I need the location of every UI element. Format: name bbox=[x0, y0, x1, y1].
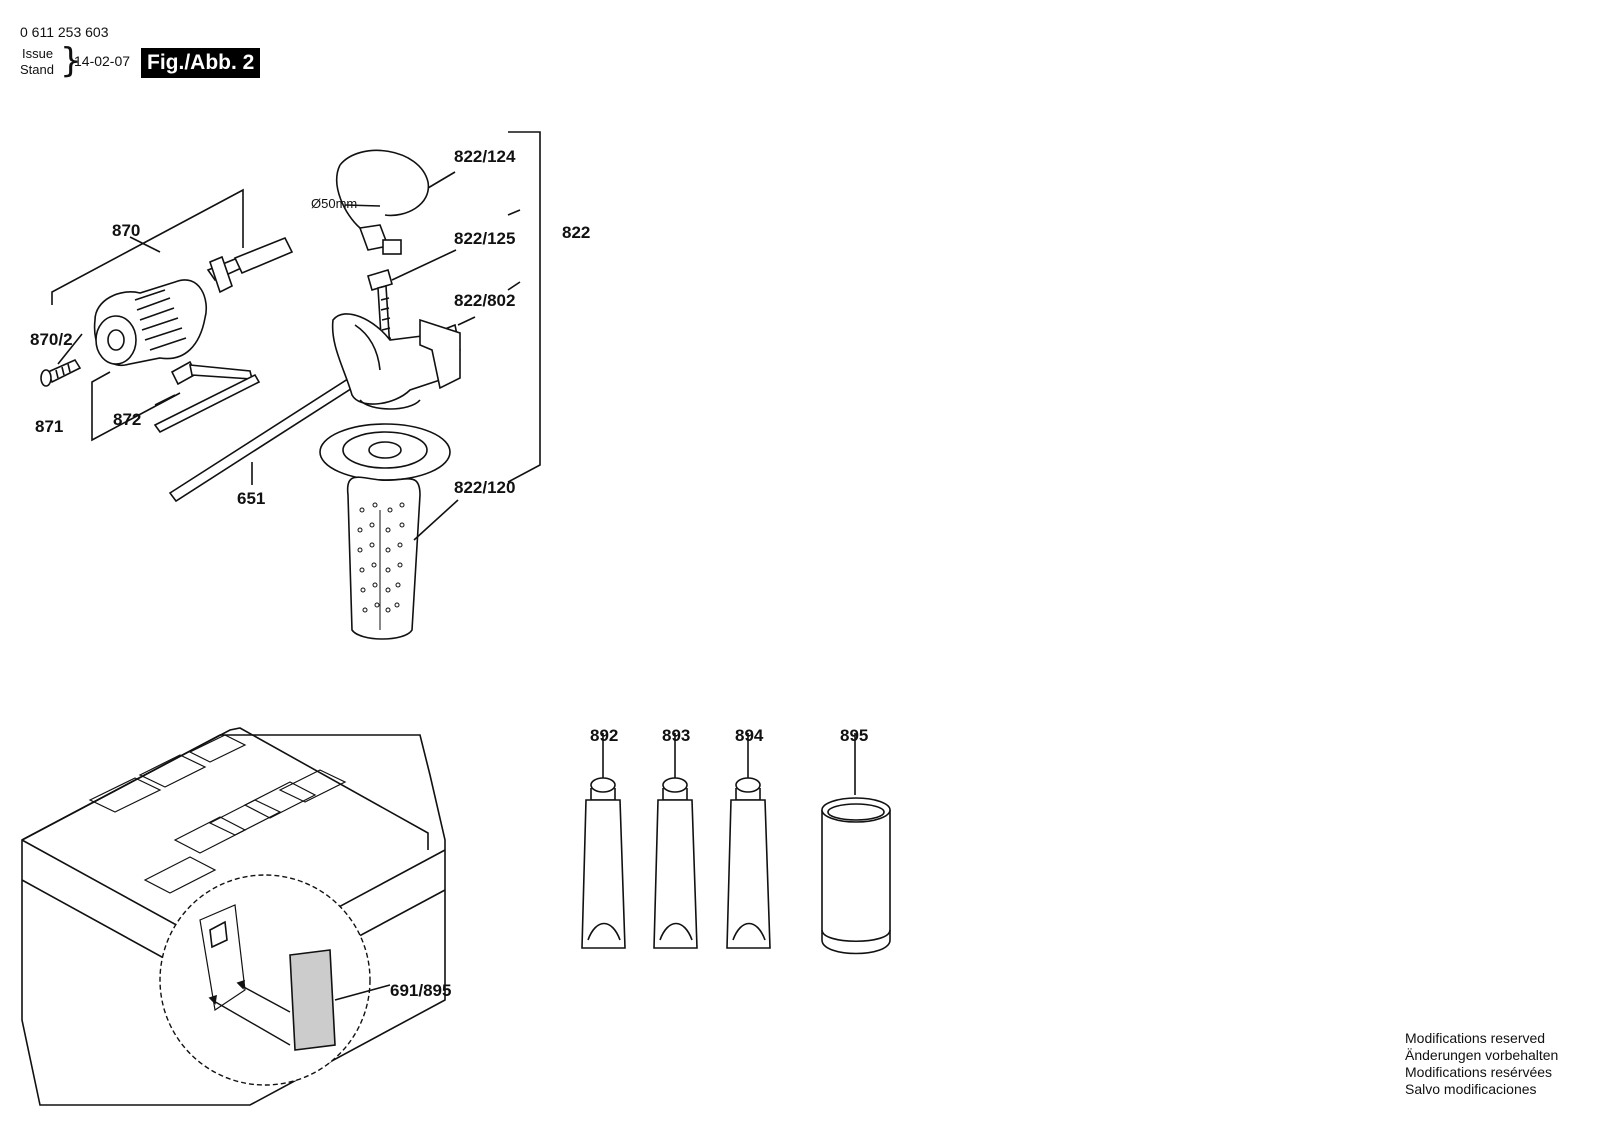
grease-container-895 bbox=[821, 733, 891, 955]
callout-822: 822 bbox=[562, 223, 590, 242]
grease-tube-892 bbox=[581, 733, 626, 949]
footer-note-de: Änderungen vorbehalten bbox=[1405, 1047, 1559, 1063]
carrying-case-drawing bbox=[21, 727, 446, 1106]
callout-895: 895 bbox=[840, 726, 868, 745]
document-number: 0 611 253 603 bbox=[20, 24, 109, 40]
drill-chuck-drawing bbox=[40, 188, 294, 442]
callout-893: 893 bbox=[662, 726, 690, 745]
callout-870: 870 bbox=[112, 221, 140, 240]
brace-glyph: } bbox=[60, 41, 82, 81]
callout-870-2: 870/2 bbox=[30, 330, 73, 349]
grip-dots-pattern bbox=[357, 502, 405, 613]
callout-822-124: 822/124 bbox=[454, 147, 516, 166]
footer-note-en: Modifications reserved bbox=[1405, 1030, 1546, 1046]
stand-label: Stand bbox=[20, 62, 54, 77]
issue-date: 14-02-07 bbox=[74, 53, 131, 69]
auxiliary-handle-drawing bbox=[319, 131, 541, 640]
callout-691-895: 691/895 bbox=[390, 981, 451, 1000]
callout-822-125: 822/125 bbox=[454, 229, 515, 248]
grease-tube-894 bbox=[726, 733, 771, 949]
callout-822-802: 822/802 bbox=[454, 291, 515, 310]
callout-892: 892 bbox=[590, 726, 618, 745]
issue-label: Issue bbox=[22, 46, 54, 61]
callout-872: 872 bbox=[113, 410, 141, 429]
footer-note-es: Salvo modificaciones bbox=[1405, 1081, 1537, 1097]
callout-894: 894 bbox=[735, 726, 764, 745]
dimension-label: Ø50mm bbox=[311, 196, 357, 211]
grease-tube-893 bbox=[653, 733, 698, 949]
callout-822-120: 822/120 bbox=[454, 478, 515, 497]
footer-note-fr: Modifications resérvées bbox=[1405, 1064, 1553, 1080]
callout-871: 871 bbox=[35, 417, 63, 436]
figure-badge: Fig./Abb. 2 bbox=[141, 48, 261, 78]
callout-651: 651 bbox=[237, 489, 265, 508]
